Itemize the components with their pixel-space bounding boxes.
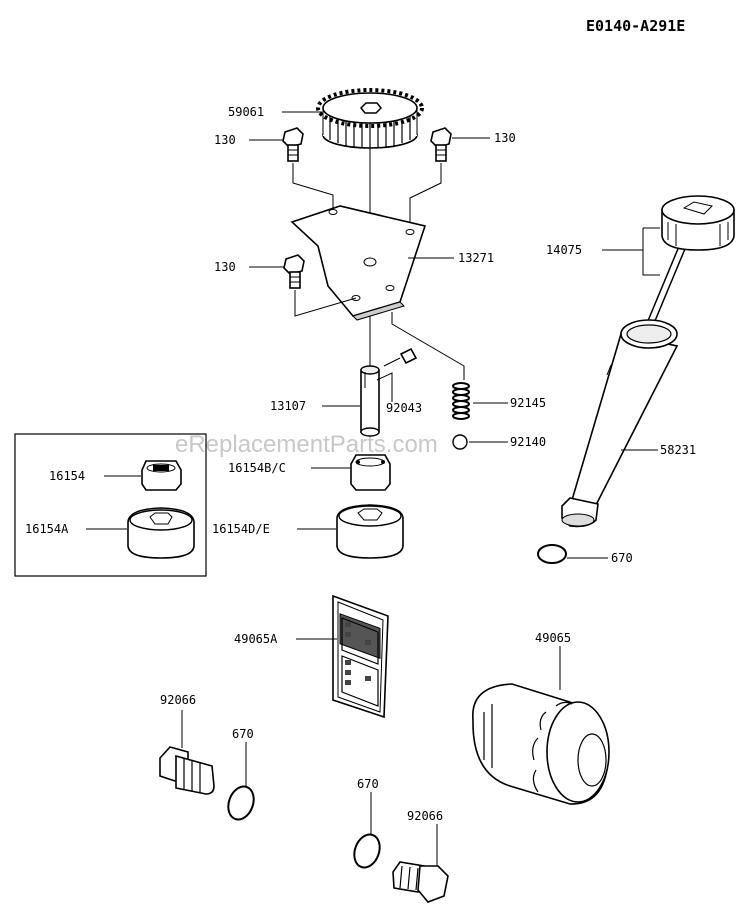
label-130-left-top: 130	[214, 133, 236, 147]
oring-670-right	[537, 544, 567, 564]
label-16154DE: 16154D/E	[212, 522, 270, 536]
diagram-code: E0140-A291E	[586, 17, 685, 35]
rotor-16154A	[127, 507, 195, 559]
drain-plug-92066-bottom	[392, 861, 449, 903]
shaft-13107	[360, 365, 380, 437]
pin-92043	[383, 347, 418, 367]
label-92043: 92043	[386, 401, 422, 415]
label-13107: 13107	[270, 399, 306, 413]
label-670-right: 670	[611, 551, 633, 565]
strainer-49065A	[332, 594, 389, 719]
ball-92140	[452, 434, 468, 450]
watermark: eReplacementParts.com	[175, 431, 438, 458]
rotor-16154	[141, 460, 182, 491]
oil-filter-49065	[472, 683, 610, 805]
dipstick-14075	[637, 195, 735, 348]
label-92140: 92140	[510, 435, 546, 449]
tube-58231	[561, 319, 679, 528]
rotor-16154DE	[336, 504, 404, 559]
oring-670-bottom	[353, 833, 381, 869]
label-130-right-top: 130	[494, 131, 516, 145]
label-16154BC: 16154B/C	[228, 461, 286, 475]
inset-box	[14, 433, 207, 577]
label-49065: 49065	[535, 631, 571, 645]
label-49065A: 49065A	[234, 632, 278, 646]
label-14075: 14075	[546, 243, 582, 257]
label-92066-bottom: 92066	[407, 809, 443, 823]
label-670-left: 670	[232, 727, 254, 741]
label-130-left-mid: 130	[214, 260, 236, 274]
spring-92145	[452, 382, 470, 420]
bolt-130-left-mid	[283, 254, 305, 289]
label-92145: 92145	[510, 396, 546, 410]
oring-670-left	[227, 785, 255, 821]
label-92066-left: 92066	[160, 693, 196, 707]
bolt-130-left-top	[282, 127, 304, 162]
rotor-16154BC	[350, 454, 391, 491]
label-59061: 59061	[228, 105, 264, 119]
bolt-130-right-top	[430, 127, 452, 162]
label-16154A: 16154A	[25, 522, 69, 536]
label-58231: 58231	[660, 443, 696, 457]
plate-13271	[290, 205, 427, 321]
gear-59061	[316, 88, 424, 149]
label-670-bottom: 670	[357, 777, 379, 791]
drain-plug-92066-left	[159, 746, 215, 795]
label-13271: 13271	[458, 251, 494, 265]
label-16154: 16154	[49, 469, 85, 483]
